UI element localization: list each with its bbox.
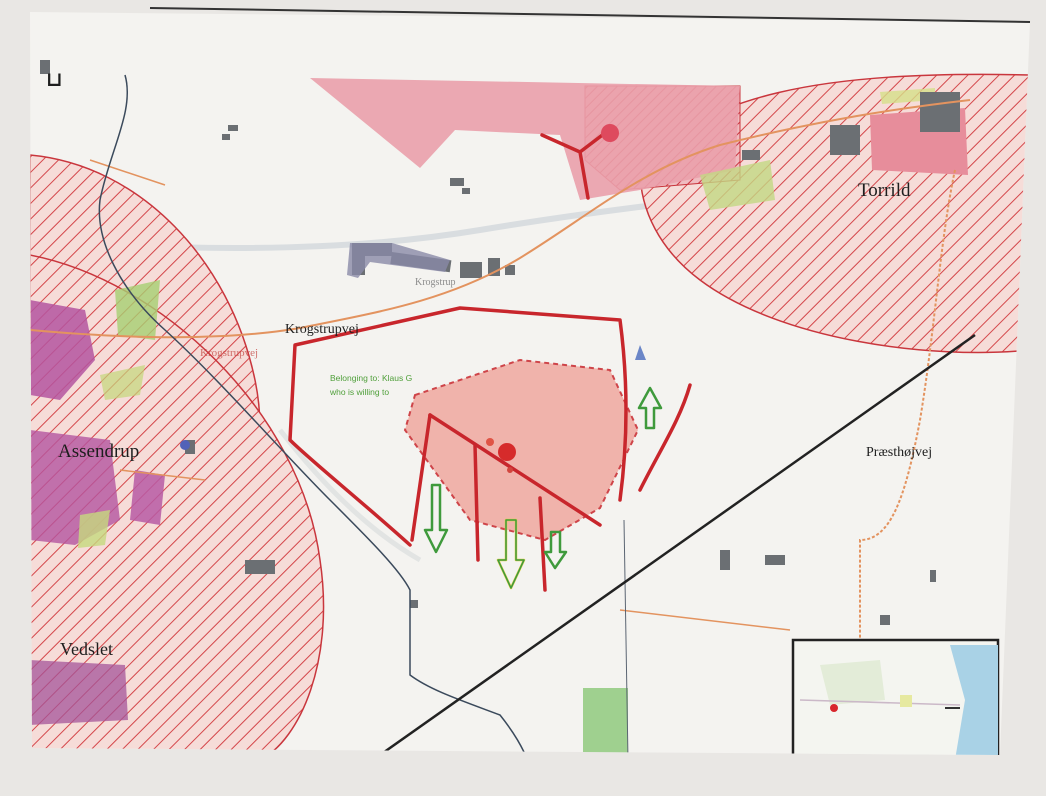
area-green-1	[115, 280, 160, 340]
village-marker-icon	[180, 440, 190, 450]
direction-arrows	[423, 386, 663, 590]
place-label-krogstrup: Krogstrup	[415, 277, 456, 288]
area-green-3	[78, 510, 110, 548]
place-label-torrild: Torrild	[858, 180, 911, 201]
place-label-assendrup: Assendrup	[58, 441, 139, 462]
annotation-belonging-line1: Belonging to: Klaus G	[330, 373, 412, 383]
corner-glyph: ⊔	[46, 69, 63, 91]
inset-marker-icon	[830, 704, 838, 712]
road-orange-north	[89, 159, 166, 186]
faint-road	[278, 428, 422, 563]
area-green-south	[583, 688, 628, 753]
area-green-torrild	[700, 160, 775, 210]
area-vedslet-purple	[30, 660, 128, 725]
direction-arrow-icon	[497, 519, 525, 589]
water-marker-icon	[635, 345, 646, 360]
annotation-belonging-line2: who is willing to	[329, 387, 389, 397]
area-green-2	[100, 365, 145, 400]
road-thin-west	[98, 74, 529, 755]
area-west-purple-1	[30, 300, 95, 400]
project-site-area	[403, 358, 640, 542]
site-boundary-lines	[288, 131, 692, 592]
site-marker-small	[507, 467, 513, 473]
road-label-krogstrupvej: Krogstrupvej	[285, 322, 359, 337]
building-gray-purple	[347, 243, 450, 278]
road-label-praesthoejvej: Præsthøjvej	[866, 445, 932, 460]
direction-arrow-icon	[637, 386, 663, 430]
road-krogstrupvej	[30, 99, 971, 339]
road-orange-west	[119, 469, 206, 481]
direction-arrow-icon	[423, 483, 449, 554]
road-major-diagonal	[379, 333, 976, 755]
inset-map	[791, 638, 1000, 755]
road-praesthoejvej	[859, 169, 956, 640]
top-print-line	[149, 7, 1031, 23]
road-orange-south	[619, 609, 791, 631]
road-thin-south	[623, 519, 629, 755]
site-center-small	[486, 438, 494, 446]
area-north-pink	[310, 78, 740, 200]
site-center-icon	[498, 443, 516, 461]
road-label-krogstrupvej-faded: Krogstrupvej	[200, 347, 258, 359]
area-west-purple-3	[130, 470, 165, 525]
north-site-marker-icon	[601, 124, 619, 142]
direction-arrow-icon	[543, 530, 568, 570]
place-label-vedslet: Vedslet	[60, 639, 113, 659]
